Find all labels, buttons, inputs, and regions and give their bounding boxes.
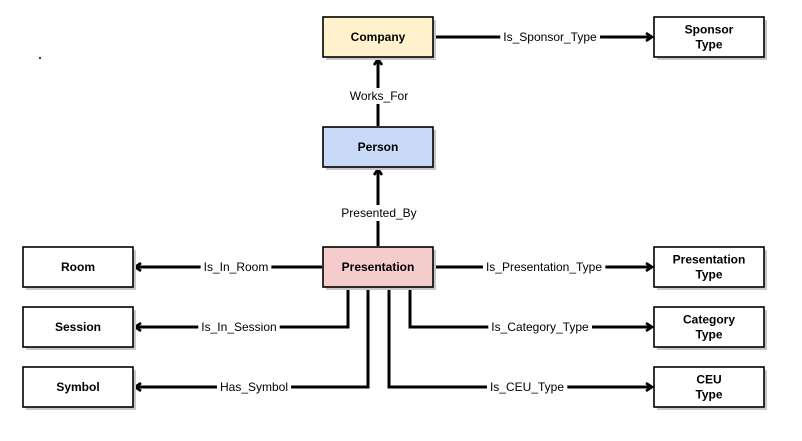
edge-label-bg bbox=[500, 29, 601, 45]
stray-dot bbox=[39, 57, 41, 59]
node-label: Presentation bbox=[673, 253, 746, 267]
node-company[interactable]: Company bbox=[322, 16, 436, 60]
edge-label-presented-by: Presented_By bbox=[341, 206, 416, 220]
node-person[interactable]: Person bbox=[322, 126, 436, 170]
node-label: Presentation bbox=[342, 260, 415, 274]
node-label: Category bbox=[683, 313, 735, 327]
node-box bbox=[22, 306, 134, 348]
node-label: Type bbox=[695, 38, 722, 52]
node-label: Room bbox=[61, 260, 95, 274]
edge-has-symbol: Has_Symbol bbox=[135, 288, 370, 395]
node-box bbox=[653, 366, 765, 408]
edge-label-is-ceu-type: Is_CEU_Type bbox=[490, 380, 564, 394]
edge-arrow-is-ceu-type bbox=[387, 288, 652, 387]
node-label: Sponsor bbox=[685, 23, 734, 37]
node-label: Type bbox=[695, 268, 722, 282]
node-label: Symbol bbox=[56, 380, 99, 394]
edge-label-is-presentation-type: Is_Presentation_Type bbox=[486, 260, 602, 274]
node-box bbox=[653, 306, 765, 348]
edge-label-bg bbox=[338, 205, 420, 221]
edge-is-ceu-type: Is_CEU_Type bbox=[387, 288, 652, 395]
node-label: Type bbox=[695, 328, 722, 342]
node-session[interactable]: Session bbox=[22, 306, 136, 350]
node-label: Session bbox=[55, 320, 101, 334]
node-box bbox=[653, 246, 765, 288]
node-box bbox=[322, 16, 434, 58]
node-box bbox=[22, 246, 134, 288]
edge-label-bg bbox=[200, 259, 272, 275]
node-box bbox=[22, 366, 134, 408]
edge-label-is-in-room: Is_In_Room bbox=[204, 260, 269, 274]
edge-is-in-room: Is_In_Room bbox=[135, 259, 322, 275]
edge-is-in-session: Is_In_Session bbox=[135, 288, 350, 335]
node-symbol[interactable]: Symbol bbox=[22, 366, 136, 410]
edge-label-bg bbox=[346, 88, 412, 104]
edge-presented-by: Presented_By bbox=[338, 169, 420, 246]
node-label: Type bbox=[695, 388, 722, 402]
edge-is-category-type: Is_Category_Type bbox=[408, 288, 652, 335]
edge-is-presentation-type: Is_Presentation_Type bbox=[434, 259, 652, 275]
edge-label-is-in-session: Is_In_Session bbox=[201, 320, 276, 334]
edge-label-bg bbox=[198, 319, 280, 335]
node-label: Company bbox=[351, 30, 406, 44]
edge-label-bg bbox=[486, 379, 568, 395]
node-label: Person bbox=[358, 140, 399, 154]
node-presentation[interactable]: Presentation bbox=[322, 246, 436, 290]
edge-is-sponsor-type: Is_Sponsor_Type bbox=[434, 29, 652, 45]
node-box bbox=[322, 126, 434, 168]
edge-label-is-category-type: Is_Category_Type bbox=[491, 320, 589, 334]
edge-label-has-symbol: Has_Symbol bbox=[220, 380, 288, 394]
node-label: CEU bbox=[696, 373, 721, 387]
edge-label-is-sponsor-type: Is_Sponsor_Type bbox=[503, 30, 597, 44]
node-box bbox=[653, 16, 765, 58]
node-room[interactable]: Room bbox=[22, 246, 136, 290]
edge-label-bg bbox=[482, 259, 606, 275]
edge-arrow-has-symbol bbox=[135, 288, 370, 387]
edge-label-works-for: Works_For bbox=[350, 89, 408, 103]
edge-works-for: Works_For bbox=[346, 59, 412, 126]
edge-label-bg bbox=[488, 319, 593, 335]
node-box bbox=[322, 246, 434, 288]
edge-label-bg bbox=[216, 379, 292, 395]
